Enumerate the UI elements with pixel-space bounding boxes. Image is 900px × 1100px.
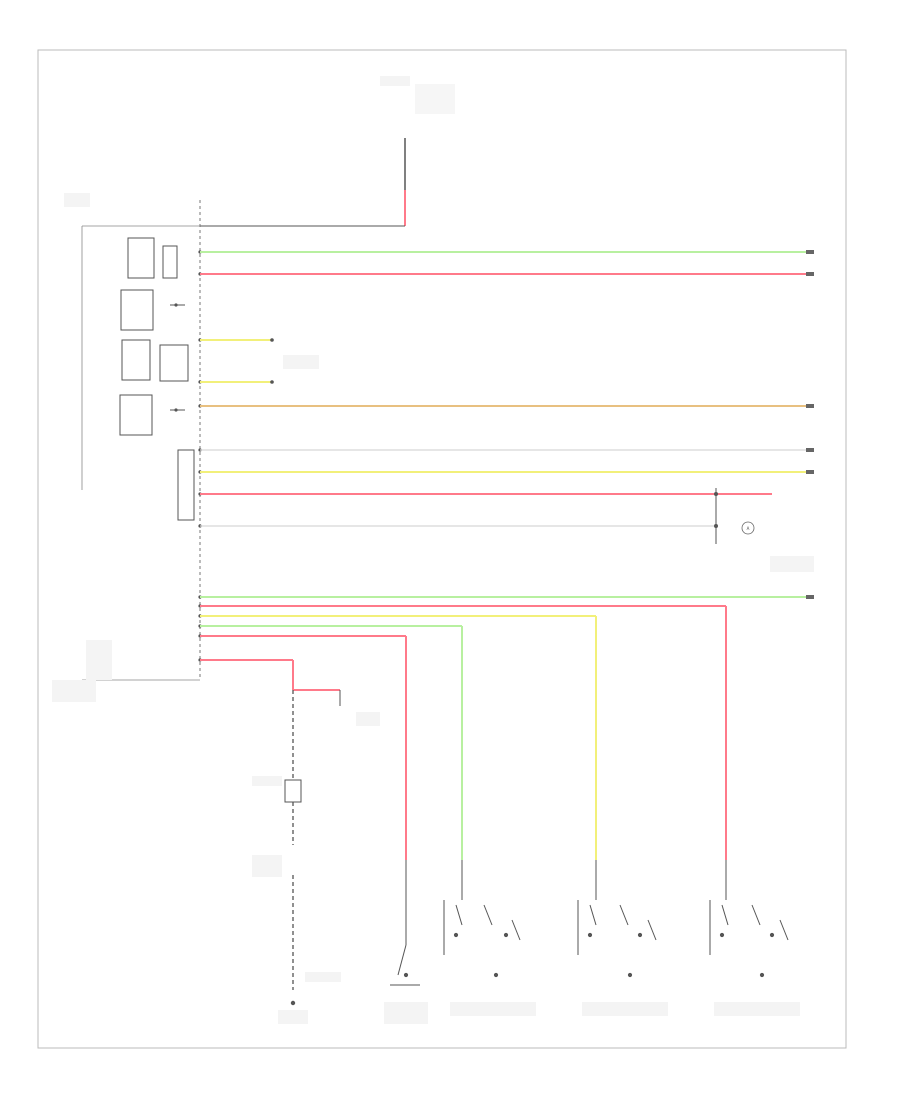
switch-group-4	[709, 860, 789, 978]
connector-circle	[741, 521, 755, 535]
connector-letter: A	[747, 526, 750, 531]
right-terminals	[806, 250, 814, 599]
short-stubs	[200, 338, 319, 384]
module-connector-dots	[198, 250, 202, 662]
right-wires	[200, 251, 812, 598]
switch-captions	[384, 1002, 800, 1024]
switch-group-1	[390, 860, 420, 986]
splice-connector: A	[714, 488, 814, 572]
top-fuse-label	[380, 76, 455, 114]
top-feed-wire	[81, 138, 406, 490]
left-fuse-label	[64, 193, 90, 207]
switch-group-2	[443, 860, 521, 978]
module-blocks	[119, 237, 195, 521]
ground-branch	[82, 659, 341, 1006]
diagram-frame	[37, 49, 847, 1049]
switch-drop-wires	[200, 605, 727, 860]
lower-left-labels	[52, 640, 380, 1024]
switch-group-3	[577, 860, 657, 978]
